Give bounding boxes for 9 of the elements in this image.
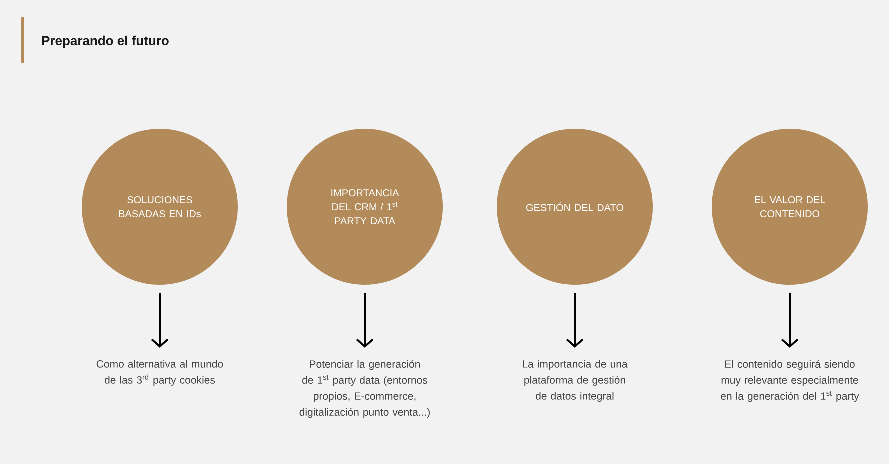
title: Preparando el futuro [42, 36, 169, 48]
description-text: Como alternativa al mundo de las 3$^{rd}$ party cookies [96, 360, 224, 386]
arrow [356, 293, 374, 348]
arrow [781, 293, 799, 348]
description-text: Potenciar la generación de 1$^{st}$ party data (entornos propios, E-commerce, digitalización punto venta...) [300, 360, 430, 418]
arrow [151, 293, 169, 348]
description-text: La importancia de una plataforma de gestión de datos integral [523, 360, 628, 402]
arrow [566, 293, 584, 348]
description-text: El contenido seguirá siendo muy relevante especialmente en la generación del 1$^{st}$ party [721, 360, 860, 402]
